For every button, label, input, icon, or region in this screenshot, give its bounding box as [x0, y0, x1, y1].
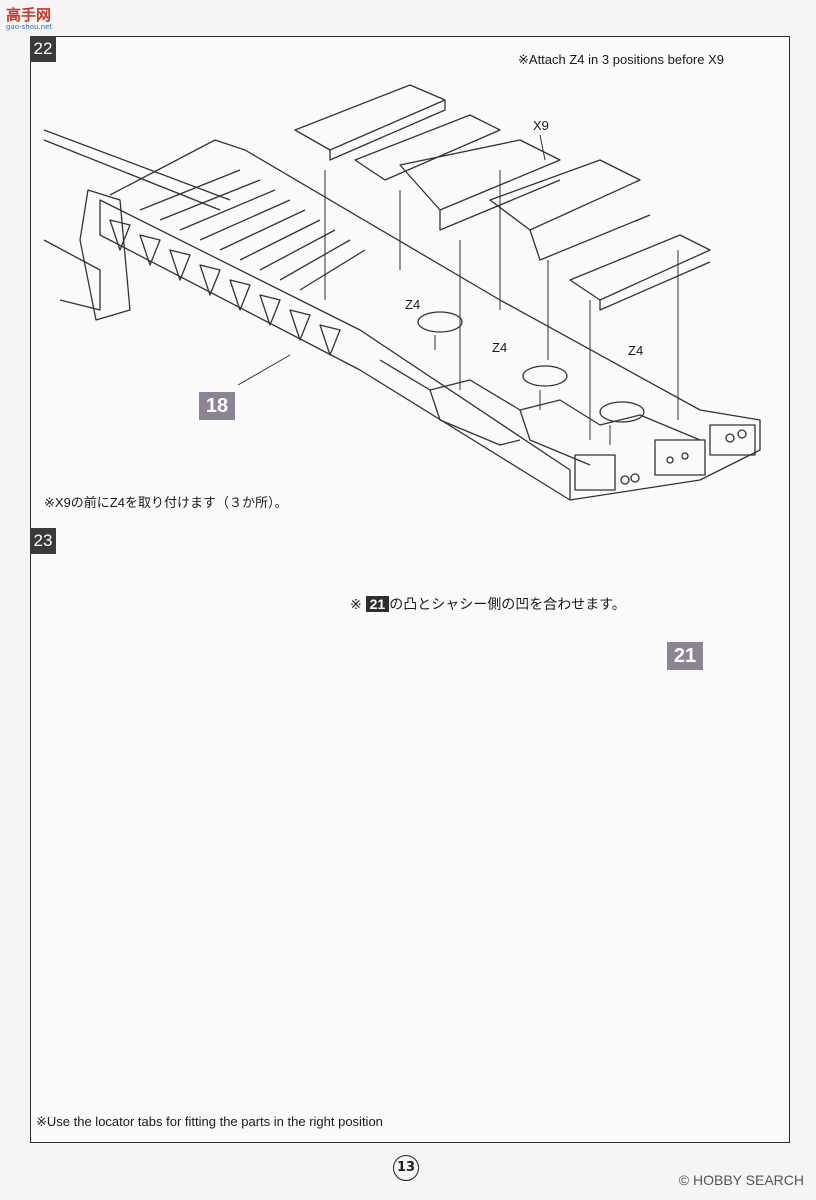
- part-ref-21: 21: [667, 642, 703, 670]
- note-text: の凸とシャシー側の凹を合わせます。: [389, 596, 626, 612]
- step-22-note-en: ※Attach Z4 in 3 positions before X9: [518, 52, 725, 67]
- site-logo: 高手网 gao-shou.net: [6, 6, 53, 31]
- label-z4-3: Z4: [628, 343, 644, 358]
- label-x9: X9: [533, 118, 549, 133]
- step-22-number: 22: [30, 36, 56, 62]
- note-mark: ※: [350, 596, 362, 612]
- step-22-chassis-illustration: [43, 84, 761, 501]
- part-ref-18: 18: [199, 392, 235, 420]
- page-number: 13: [393, 1155, 419, 1181]
- step-23-panel: [30, 528, 790, 1143]
- label-z4-2: Z4: [492, 340, 508, 355]
- note-part-ref: 21: [365, 596, 390, 612]
- watermark: © HOBBY SEARCH: [678, 1172, 804, 1188]
- step-23-note-en: ※Use the locator tabs for fitting the pa…: [36, 1114, 383, 1129]
- step-22-note-jp: ※X9の前にZ4を取り付けます（３か所）。: [44, 495, 288, 510]
- step-23-number: 23: [30, 528, 56, 554]
- label-z4-1: Z4: [405, 297, 421, 312]
